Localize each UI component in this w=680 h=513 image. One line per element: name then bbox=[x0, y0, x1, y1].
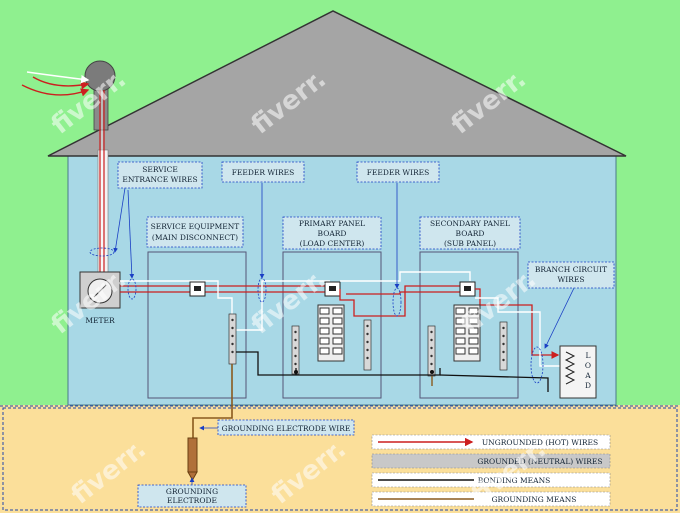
load-letter-a: A bbox=[584, 371, 591, 380]
primary-panel-label-1: PRIMARY PANEL bbox=[299, 219, 365, 228]
legend-grounding: GROUNDING MEANS bbox=[492, 495, 577, 504]
load-letter-l: L bbox=[586, 351, 591, 360]
secondary-panel-label-1: SECONDARY PANEL bbox=[430, 219, 510, 228]
legend: UNGROUNDED (HOT) WIRES GROUNDED (NEUTRAL… bbox=[371, 434, 611, 507]
load-box bbox=[559, 345, 597, 399]
meter-label: METER bbox=[85, 316, 115, 325]
load-letter-o: O bbox=[585, 361, 591, 370]
feeder-label-1: FEEDER WIRES bbox=[232, 168, 295, 177]
primary-panel-label-2: BOARD bbox=[318, 229, 347, 238]
secondary-panel-label-3: (SUB PANEL) bbox=[444, 239, 496, 248]
branch-circuit-label-1: BRANCH CIRCUIT bbox=[535, 265, 607, 274]
primary-panel-label-3: (LOAD CENTER) bbox=[300, 239, 365, 248]
load-letter-d: D bbox=[585, 381, 591, 390]
legend-hot: UNGROUNDED (HOT) WIRES bbox=[482, 438, 598, 447]
secondary-breaker-stack bbox=[453, 304, 481, 362]
service-equipment-label-1: SERVICE EQUIPMENT bbox=[151, 222, 240, 231]
grounding-electrode-label-1: GROUNDING bbox=[166, 487, 218, 496]
secondary-panel-label-2: BOARD bbox=[456, 229, 485, 238]
house-wall bbox=[67, 154, 617, 406]
legend-bonding: BONDING MEANS bbox=[478, 476, 551, 485]
service-entrance-label-2: ENTRANCE WIRES bbox=[122, 175, 197, 184]
service-entrance-label-1: SERVICE bbox=[142, 165, 178, 174]
house-roof bbox=[47, 10, 627, 157]
service-equipment-label-2: (MAIN DISCONNECT) bbox=[152, 233, 238, 242]
branch-circuit-label-2: WIRES bbox=[558, 275, 585, 284]
grounding-electrode-wire-label: GROUNDING ELECTRODE WIRE bbox=[222, 424, 351, 433]
grounding-electrode-label-2: ELECTRODE bbox=[167, 496, 217, 505]
legend-neutral: GROUNDED (NEUTRAL) WIRES bbox=[477, 457, 602, 466]
primary-breaker-stack bbox=[317, 304, 345, 362]
feeder-label-2: FEEDER WIRES bbox=[367, 168, 430, 177]
